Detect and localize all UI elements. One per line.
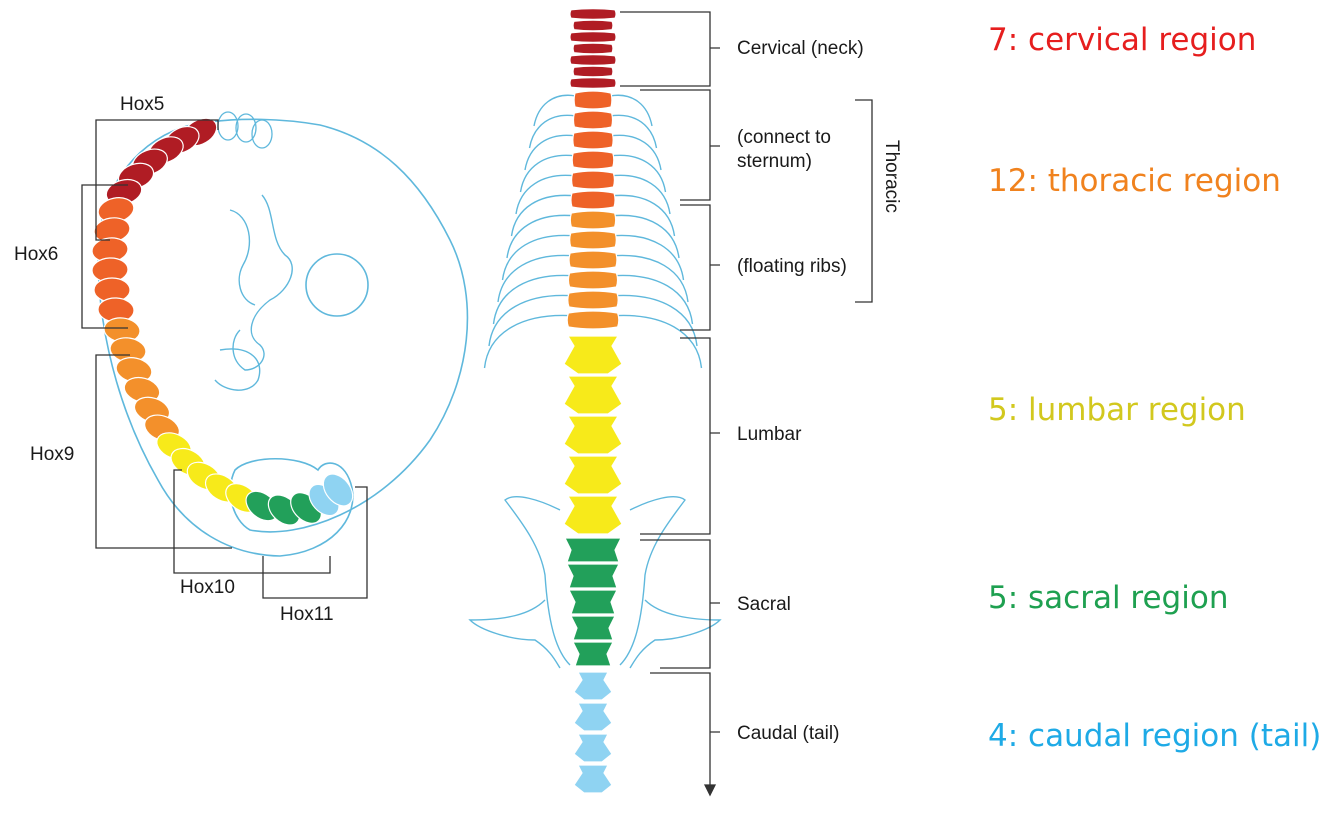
caudal-vertebra bbox=[574, 765, 612, 793]
caudal-label: Caudal (tail) bbox=[737, 723, 839, 744]
lumbar-label: Lumbar bbox=[737, 424, 802, 445]
lumbar-vertebra bbox=[564, 416, 622, 454]
thoracic-vertebra bbox=[568, 271, 617, 289]
thoracic-vertebra bbox=[570, 231, 617, 249]
rib-right bbox=[610, 115, 657, 148]
cervical-label: Cervical (neck) bbox=[737, 38, 864, 59]
caudal-vertebra bbox=[574, 703, 612, 731]
sternum-label-line2: sternum) bbox=[737, 151, 812, 172]
hox11-label: Hox11 bbox=[280, 604, 334, 625]
thoracic-vertebra bbox=[570, 211, 615, 229]
lumbar-vertebra bbox=[564, 376, 622, 414]
caudal-vertebra bbox=[574, 672, 612, 700]
rib-right bbox=[610, 135, 661, 170]
embryo-limb-bud bbox=[215, 349, 260, 390]
sacral-vertebra bbox=[565, 538, 621, 562]
hox6-label: Hox6 bbox=[14, 244, 58, 265]
rib-left bbox=[534, 95, 576, 126]
lumbar-region-label: 5: lumbar region bbox=[988, 392, 1246, 428]
floating-ribs-bracket bbox=[680, 205, 720, 330]
cervical-vertebra bbox=[570, 78, 616, 89]
thoracic-bracket bbox=[855, 100, 872, 302]
cervical-vertebra bbox=[570, 32, 616, 43]
hox9-label: Hox9 bbox=[30, 444, 74, 465]
sacral-vertebra bbox=[573, 642, 613, 666]
caudal-arrowhead bbox=[705, 785, 715, 795]
cervical-vertebra bbox=[573, 20, 613, 31]
cervical-vertebra bbox=[573, 66, 613, 77]
sacral-vertebra bbox=[571, 616, 615, 640]
thoracic-vertebra bbox=[567, 311, 619, 329]
thoracic-vertebra bbox=[573, 131, 613, 149]
caudal-bracket bbox=[650, 673, 720, 785]
sacral-bracket bbox=[640, 540, 720, 668]
rib-left bbox=[485, 315, 577, 368]
thoracic-vertebra bbox=[572, 151, 614, 169]
embryo-eye bbox=[306, 254, 368, 316]
hox5-label: Hox5 bbox=[120, 94, 164, 115]
caudal-region-label: 4: caudal region (tail) bbox=[988, 718, 1321, 754]
rib-right bbox=[610, 95, 652, 126]
vertebral-column bbox=[564, 9, 622, 793]
pelvis-left-wing bbox=[505, 497, 570, 665]
embryo-illustration bbox=[91, 112, 468, 556]
thoracic-label: Thoracic bbox=[881, 140, 902, 213]
rib-right bbox=[610, 215, 679, 258]
embryo-face-contour bbox=[233, 195, 292, 370]
lumbar-vertebra bbox=[564, 336, 622, 374]
embryo-head-segment bbox=[218, 112, 238, 140]
pelvis-left-ischium bbox=[470, 600, 560, 668]
rib-right bbox=[610, 275, 693, 324]
cervical-vertebra bbox=[573, 43, 613, 54]
sacral-region-label: 5: sacral region bbox=[988, 580, 1228, 616]
pelvis-right-wing bbox=[620, 497, 685, 665]
sternum-label-line1: (connect to bbox=[737, 127, 831, 148]
thoracic-vertebra bbox=[572, 171, 615, 189]
spine-labels: Cervical (neck) (connect to sternum) (fl… bbox=[737, 38, 902, 744]
cervical-bracket bbox=[620, 12, 720, 86]
cervical-region-label: 7: cervical region bbox=[988, 22, 1256, 58]
caudal-vertebra bbox=[574, 734, 612, 762]
thoracic-region-label: 12: thoracic region bbox=[988, 163, 1281, 199]
rib-right bbox=[610, 155, 666, 192]
embryo-body-contour bbox=[230, 210, 255, 305]
embryo-outline bbox=[98, 119, 467, 556]
thoracic-vertebra bbox=[573, 111, 612, 129]
rib-left bbox=[530, 115, 577, 148]
spine-illustration bbox=[470, 9, 720, 793]
rib-left bbox=[494, 275, 577, 324]
sacral-vertebra bbox=[569, 590, 617, 614]
lumbar-bracket bbox=[640, 338, 720, 534]
thoracic-vertebra bbox=[574, 91, 612, 109]
rib-left bbox=[507, 215, 576, 258]
rib-left bbox=[489, 295, 576, 346]
lumbar-vertebra bbox=[564, 456, 622, 494]
sacral-vertebra bbox=[567, 564, 619, 588]
thoracic-vertebra bbox=[571, 191, 615, 209]
lumbar-vertebra bbox=[564, 496, 622, 534]
pelvis-right-ischium bbox=[630, 600, 720, 668]
hox10-label: Hox10 bbox=[180, 577, 235, 598]
thoracic-vertebra bbox=[568, 291, 618, 309]
cervical-vertebra bbox=[570, 55, 616, 66]
floating-ribs-label: (floating ribs) bbox=[737, 256, 847, 277]
rib-right bbox=[610, 315, 702, 368]
sacral-label: Sacral bbox=[737, 594, 791, 615]
rib-left bbox=[521, 155, 577, 192]
cervical-vertebra bbox=[570, 9, 616, 20]
rib-left bbox=[525, 135, 576, 170]
thoracic-vertebra bbox=[569, 251, 617, 269]
